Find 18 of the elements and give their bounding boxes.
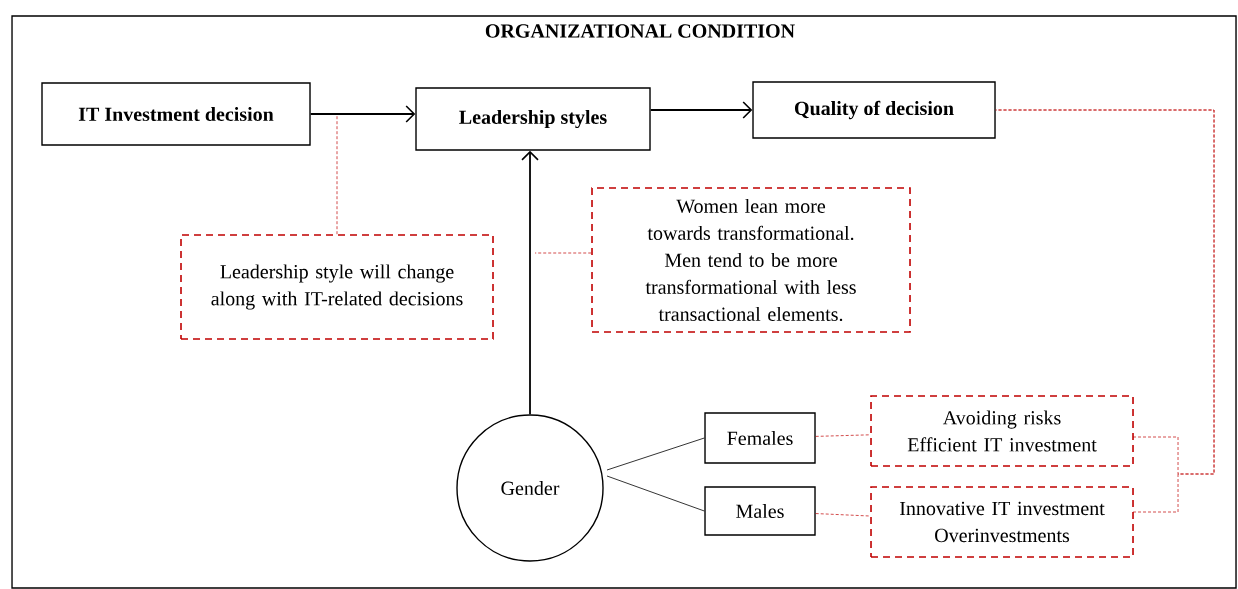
arrow	[649, 101, 753, 119]
leader-line	[336, 114, 338, 235]
note-box: Innovative IT investment Overinvestments	[870, 486, 1134, 558]
note-box: Leadership style will change along with IT-related decisions	[180, 234, 494, 340]
leader-line	[815, 513, 871, 517]
arrow	[521, 150, 539, 416]
note-box: Women lean more towards transformational. Men tend to be more transformational with less transactional elements.	[591, 187, 911, 333]
leader-line	[534, 252, 592, 254]
connector-line	[606, 437, 705, 471]
arrow	[309, 105, 416, 123]
process-box: Quality of decision	[752, 81, 996, 139]
process-box: Leadership styles	[415, 87, 651, 151]
note-box: Avoiding risks Efficient IT investment	[870, 395, 1134, 467]
process-box: IT Investment decision	[41, 82, 311, 146]
leader-line	[815, 434, 871, 437]
category-box: Males	[704, 486, 816, 536]
category-box: Females	[704, 412, 816, 464]
connector-line	[606, 475, 705, 512]
